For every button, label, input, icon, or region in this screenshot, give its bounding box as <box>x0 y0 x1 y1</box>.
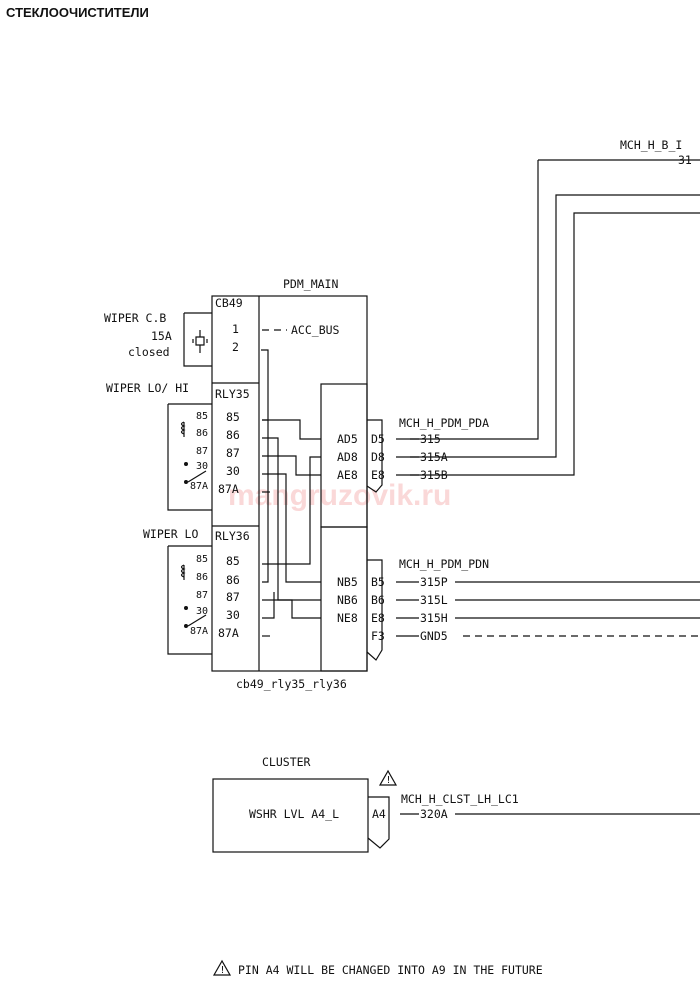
rly35-pin-85: 85 <box>226 410 240 424</box>
pdn-wire-0: 315P <box>420 575 448 589</box>
pda-connector-label: MCH_H_PDM_PDA <box>399 416 489 430</box>
rly35-label: WIPER LO/ HI <box>106 381 189 395</box>
footnote: PIN A4 WILL BE CHANGED INTO A9 IN THE FU… <box>238 963 543 977</box>
cluster-box <box>212 778 369 853</box>
page-title: СТЕКЛООЧИСТИТЕЛИ <box>6 5 149 20</box>
cluster-connector-label: MCH_H_CLST_LH_LC1 <box>401 792 519 806</box>
svg-text:!: ! <box>220 965 226 976</box>
rly36-name: RLY36 <box>215 529 250 543</box>
pda-connector-outline <box>366 419 383 493</box>
svg-text:87A: 87A <box>190 481 208 492</box>
pdn-pin-2: E8 <box>371 611 385 625</box>
svg-text:85: 85 <box>196 554 208 565</box>
cb-name: CB49 <box>215 296 243 310</box>
warning-icon: ! <box>212 959 232 976</box>
cluster-title: CLUSTER <box>262 755 311 769</box>
pdn-wire-2: 315H <box>420 611 448 625</box>
cb-pin-1: 1 <box>232 322 239 336</box>
cluster-connector-outline <box>367 796 390 849</box>
pda-internal-1: AD8 <box>337 450 358 464</box>
svg-text:87: 87 <box>196 590 208 601</box>
rly35-pin-87: 87 <box>226 446 240 460</box>
rly36-label: WIPER LO <box>143 527 198 541</box>
wiper-cb-frame <box>183 312 212 367</box>
relay-coil-icon: 85 86 87 30 87A <box>180 554 208 637</box>
cluster-pin: A4 <box>372 807 386 821</box>
pdn-pin-0: B5 <box>371 575 385 589</box>
wiper-cb-label: WIPER C.B <box>104 311 166 325</box>
rly35-pin-30: 30 <box>226 464 240 478</box>
pdm-footer: cb49_rly35_rly36 <box>236 677 347 691</box>
wiper-cb-rating: 15A <box>151 329 172 343</box>
cluster-wire: 320A <box>420 807 448 821</box>
pdn-pin-3: F3 <box>371 629 385 643</box>
pda-pin-0: D5 <box>371 432 385 446</box>
rly36-frame <box>167 545 212 655</box>
svg-text:85: 85 <box>196 411 208 422</box>
svg-text:87: 87 <box>196 446 208 457</box>
cb-pin-2: 2 <box>232 340 239 354</box>
wire-315a <box>410 194 700 458</box>
top-connector-label: MCH_H_B_I <box>620 138 682 152</box>
wiper-cb-state: closed <box>128 345 170 359</box>
svg-text:86: 86 <box>196 428 208 439</box>
svg-text:86: 86 <box>196 572 208 583</box>
warning-icon: ! <box>378 769 398 786</box>
pdn-connector-outline <box>366 559 383 661</box>
wire-315b <box>410 212 700 476</box>
wire-315 <box>410 160 539 440</box>
cluster-signal: WSHR LVL A4_L <box>249 807 339 821</box>
rly36-pin-85: 85 <box>226 554 240 568</box>
pdn-wire-3: GND5 <box>420 629 448 643</box>
rly35-frame <box>167 403 212 511</box>
top-connector-wire: 31 <box>678 153 692 167</box>
pda-internal-0: AD5 <box>337 432 358 446</box>
rly36-pin-30: 30 <box>226 608 240 622</box>
svg-text:!: ! <box>386 775 392 786</box>
relay-coil-icon: 85 86 87 30 87A <box>180 411 208 492</box>
svg-text:30: 30 <box>196 461 208 472</box>
pda-internal-2: AE8 <box>337 468 358 482</box>
pda-pin-leads <box>396 438 419 476</box>
rly35-pin-86: 86 <box>226 428 240 442</box>
pdn-internal-2: NE8 <box>337 611 358 625</box>
pdn-wire-1: 315L <box>420 593 448 607</box>
pda-pin-2: E8 <box>371 468 385 482</box>
pdn-internal-0: NB5 <box>337 575 358 589</box>
rly36-pin-87a: 87A <box>218 626 239 640</box>
pda-wire-1: 315A <box>420 450 448 464</box>
svg-text:87A: 87A <box>190 626 208 637</box>
pdm-title: PDM_MAIN <box>283 277 338 291</box>
rly35-name: RLY35 <box>215 387 250 401</box>
pdn-internal-1: NB6 <box>337 593 358 607</box>
rly36-pin-86: 86 <box>226 573 240 587</box>
pdm-internal-wiring <box>261 349 321 637</box>
rly36-pin-87: 87 <box>226 590 240 604</box>
pdn-pin-leads <box>396 581 419 637</box>
watermark: mangruzovik.ru <box>228 479 451 512</box>
pdn-sub-box <box>320 526 368 672</box>
pda-wire-0: 315 <box>420 432 441 446</box>
acc-bus-label: ACC_BUS <box>291 323 340 337</box>
svg-text:30: 30 <box>196 606 208 617</box>
pda-wire-2: 315B <box>420 468 448 482</box>
rly35-pin-87a: 87A <box>218 482 239 496</box>
pda-pin-1: D8 <box>371 450 385 464</box>
circuit-breaker-icon <box>192 330 208 353</box>
pdn-connector-label: MCH_H_PDM_PDN <box>399 557 489 571</box>
pdn-pin-1: B6 <box>371 593 385 607</box>
